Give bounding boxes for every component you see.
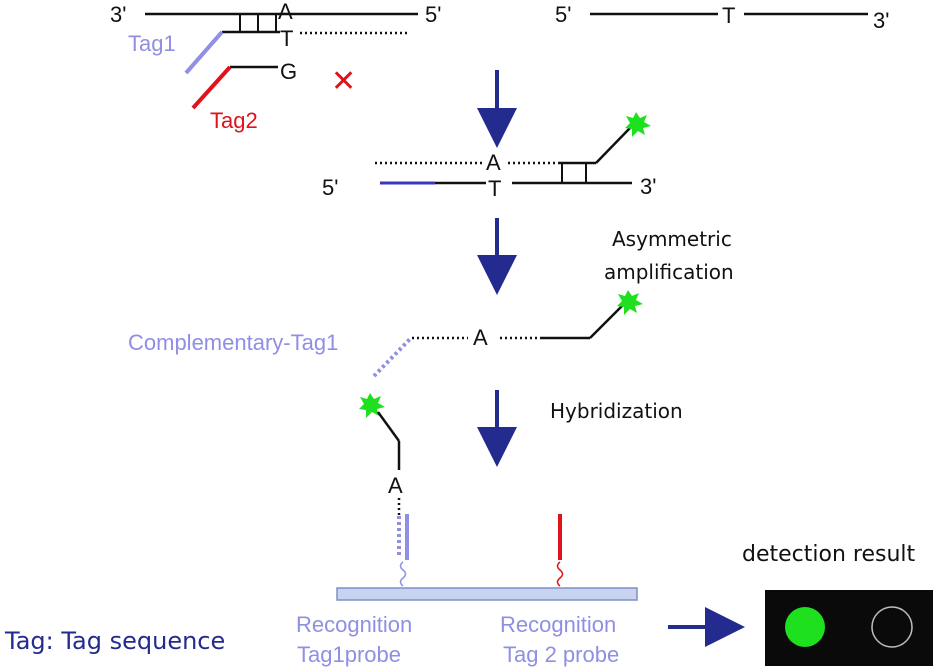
label-3prime: 3'	[110, 2, 126, 27]
step3-single-strand: Complementary-Tag1 A	[128, 290, 643, 378]
cross-mark-icon: ✕	[331, 65, 356, 98]
label-5prime: 5'	[322, 175, 338, 200]
base-T: T	[280, 26, 293, 51]
step4-hybridized-strand: A Recognition Tag1probe Recognition Tag …	[296, 393, 638, 667]
hybrid-bracket	[561, 163, 587, 183]
tag1-label: Tag1	[128, 31, 176, 56]
tag2-probe-linker	[556, 561, 564, 587]
tag2-label: Tag2	[210, 108, 258, 133]
base-G: G	[280, 59, 297, 84]
probe-strip	[336, 587, 638, 601]
base-A: A	[278, 0, 293, 24]
strand-diag	[376, 411, 401, 442]
step1-left-template: 3' 5' A T Tag1 G Tag2 ✕	[110, 0, 441, 133]
base-A: A	[473, 325, 488, 350]
complementary-tag1-label: Complementary-Tag1	[128, 330, 338, 355]
detection-dot-negative	[871, 606, 913, 648]
strand-rise	[589, 305, 623, 339]
base-A: A	[486, 150, 501, 175]
base-T: T	[722, 3, 735, 28]
hybrid-bracket	[239, 14, 277, 32]
label-3prime: 3'	[873, 8, 889, 33]
base-A: A	[388, 473, 403, 498]
base-T: T	[488, 176, 501, 201]
step-label-amplification: amplification	[604, 260, 734, 284]
tag-legend: Tag: Tag sequence	[4, 627, 225, 655]
fluorophore-star-icon	[617, 290, 643, 315]
recognition-tag1-line2: Tag1probe	[297, 642, 401, 667]
recognition-tag2-line1: Recognition	[500, 612, 616, 637]
label-3prime: 3'	[640, 174, 656, 199]
complementary-tag1-dotted	[372, 337, 412, 378]
label-5prime: 5'	[425, 2, 441, 27]
fluorophore-star-icon	[359, 393, 385, 418]
label-5prime: 5'	[555, 2, 571, 27]
tag2-segment	[191, 65, 232, 110]
fluorophore-star-icon	[625, 112, 651, 137]
step1-right-template: 5' T 3'	[555, 2, 889, 33]
recognition-tag2-line2: Tag 2 probe	[503, 642, 619, 667]
step2-extension: A 5' T 3'	[322, 112, 656, 201]
detection-dot-positive	[785, 607, 825, 647]
strand-top-rise	[595, 127, 631, 164]
detection-result-label: detection result	[742, 542, 916, 567]
step-label-hybridization: Hybridization	[550, 399, 683, 423]
recognition-tag1-line1: Recognition	[296, 612, 412, 637]
tag1-probe-linker	[399, 561, 407, 587]
tag1-segment	[184, 30, 224, 75]
step-label-asymmetric: Asymmetric	[612, 227, 732, 251]
